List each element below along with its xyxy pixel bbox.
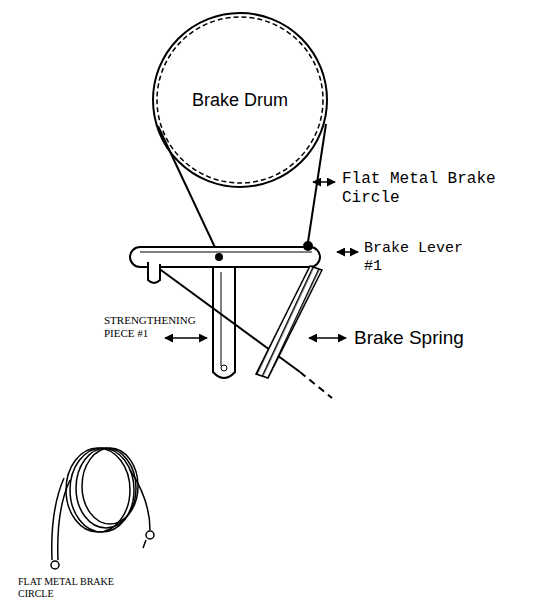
pointer-arrow <box>309 337 346 339</box>
part-label: Brake Lever #1 <box>364 240 464 276</box>
lever-hook <box>148 262 160 283</box>
part-label: Brake Spring <box>354 327 524 350</box>
pointer-arrow <box>337 251 358 253</box>
band-line <box>308 124 326 242</box>
band-line <box>158 126 219 256</box>
brake-spring <box>256 266 322 378</box>
piece-shade <box>221 272 222 366</box>
drum-label: Brake Drum <box>192 90 288 111</box>
part-label: STRENGTHENING PIECE #1 <box>104 314 204 340</box>
piece-hole <box>221 365 227 371</box>
lever-edge <box>140 252 312 253</box>
coiled-band <box>51 448 154 569</box>
band-anchor <box>303 241 313 251</box>
pointer-arrow <box>165 337 207 339</box>
drum-circle: Brake Drum <box>152 12 328 188</box>
diagonal-rod-dashed <box>300 372 332 398</box>
part-label: FLAT METAL BRAKE CIRCLE <box>18 576 128 600</box>
part-label: Flat Metal Brake Circle <box>342 170 512 208</box>
pointer-arrow <box>313 181 335 183</box>
drum-inner-ring <box>157 17 323 183</box>
pivot <box>215 253 223 261</box>
